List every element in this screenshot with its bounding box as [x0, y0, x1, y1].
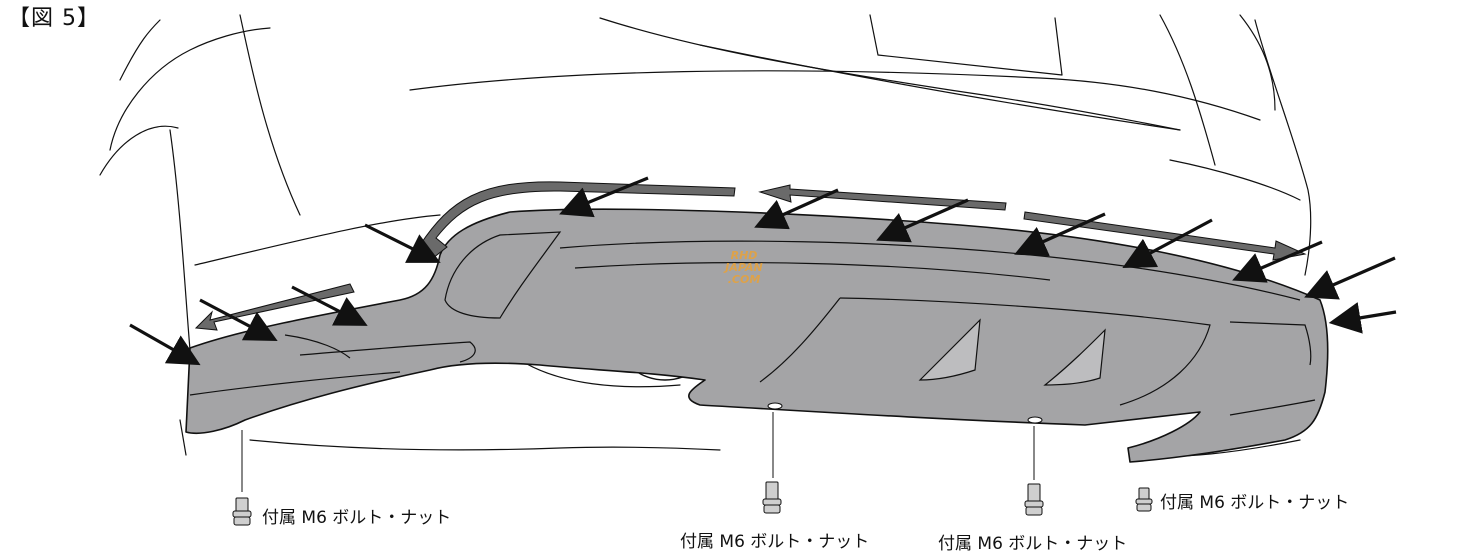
bolt-icon-2: [762, 412, 782, 514]
bolt-icons: [232, 412, 1153, 526]
pointer-arrows: [129, 176, 1397, 366]
bolt-label-3: 付属 M6 ボルト・ナット: [938, 534, 1128, 554]
diffuser-fins: [918, 318, 1106, 386]
figure-label: 【図 5】: [8, 6, 100, 31]
guide-arrows: [194, 181, 1307, 331]
rear-diffuser: [185, 208, 1329, 463]
bolt-icon-1: [232, 430, 252, 526]
bolt-holes: [767, 402, 1043, 424]
bolt-label-4: 付属 M6 ボルト・ナット: [1160, 493, 1350, 513]
watermark-logo: RHD JAPAN .COM: [725, 249, 763, 286]
car-body-outline: [99, 14, 1312, 458]
bolt-icon-3: [1024, 426, 1044, 516]
bolt-label-1: 付属 M6 ボルト・ナット: [262, 508, 452, 528]
bolt-icon-4: [1135, 487, 1153, 512]
bolt-label-2: 付属 M6 ボルト・ナット: [680, 532, 870, 552]
diffuser-detail-lines: [189, 231, 1316, 416]
